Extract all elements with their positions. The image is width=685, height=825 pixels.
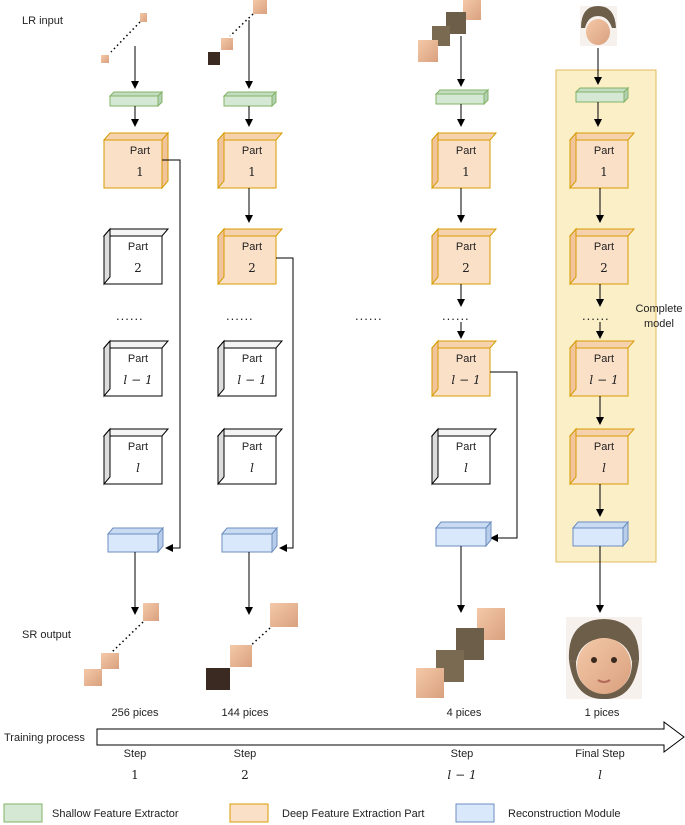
patch-dotted-line <box>110 21 141 53</box>
part-index: l − 1 <box>589 373 618 387</box>
column-dots: ...... <box>442 308 470 323</box>
part-word: Part <box>242 353 262 365</box>
column-dots: ...... <box>582 308 610 323</box>
sr-patch <box>416 668 444 698</box>
lr-patch <box>140 13 147 22</box>
step-number: l − 1 <box>447 768 476 782</box>
sr-patch <box>206 668 230 690</box>
column-step-1: Part 1 Part 2 ...... Part l − 1 Part l 2… <box>84 13 181 782</box>
reconstruction-block <box>221 533 273 553</box>
sr-patch <box>101 653 119 669</box>
shallow-feature-block <box>435 93 485 105</box>
lr-patch <box>446 12 466 34</box>
shallow-feature-block <box>109 95 159 107</box>
pieces-count: 144 pices <box>221 707 269 719</box>
part-index: l <box>250 461 254 475</box>
step-word: Step <box>234 748 257 760</box>
part-index: 1 <box>136 165 144 179</box>
lr-patch <box>221 38 233 50</box>
part-word: Part <box>456 145 476 157</box>
part-word: Part <box>242 145 262 157</box>
part-word: Part <box>456 241 476 253</box>
sr-patch <box>230 645 252 667</box>
part-index: 1 <box>600 165 608 179</box>
legend-swatch-shallow <box>3 803 43 823</box>
column-dots: ...... <box>116 308 144 323</box>
reconstruction-block <box>107 533 159 553</box>
middle-columns-dots: ...... <box>355 308 383 323</box>
lr-patch <box>253 0 267 14</box>
legend-label-shallow: Shallow Feature Extractor <box>52 808 179 820</box>
pieces-count: 4 pices <box>447 707 482 719</box>
column-step-2: Part 1 Part 2 ...... Part l − 1 Part l 1… <box>206 0 298 782</box>
part-word: Part <box>456 353 476 365</box>
part-index: l <box>602 461 606 475</box>
part-index: 1 <box>248 165 256 179</box>
part-index: l <box>136 461 140 475</box>
part-index: 2 <box>134 261 142 275</box>
sr-patch <box>84 669 102 686</box>
part-word: Part <box>594 441 614 453</box>
complete-model-label-2: model <box>644 318 674 330</box>
lr-patch <box>463 0 481 20</box>
part-word: Part <box>242 241 262 253</box>
legend-swatch-recon <box>455 803 495 823</box>
step-word: Step <box>451 748 474 760</box>
sr-patch <box>270 603 298 627</box>
part-word: Part <box>594 145 614 157</box>
legend-swatch-deep <box>229 803 269 823</box>
training-process-label: Training process <box>4 732 85 744</box>
pieces-count: 256 pices <box>111 707 159 719</box>
step-word: Final Step <box>575 748 625 760</box>
sr-output-label: SR output <box>22 629 71 641</box>
lr-patch <box>101 55 109 63</box>
part-index: l − 1 <box>237 373 266 387</box>
part-index: 1 <box>462 165 470 179</box>
part-word: Part <box>128 441 148 453</box>
pieces-count: 1 pices <box>585 707 620 719</box>
lr-input-label: LR input <box>22 15 63 27</box>
part-index: 2 <box>600 261 608 275</box>
reconstruction-block <box>572 527 624 547</box>
legend-label-deep: Deep Feature Extraction Part <box>282 808 424 820</box>
part-index: 2 <box>462 261 470 275</box>
part-word: Part <box>594 241 614 253</box>
part-word: Part <box>128 241 148 253</box>
column-final-step: Part 1 Part 2 ...... Part l − 1 Part l <box>566 6 642 782</box>
column-step-l-1: Part 1 Part 2 ...... Part l − 1 Part l 4… <box>416 0 518 782</box>
lr-patch <box>418 40 438 62</box>
part-index: l − 1 <box>451 373 480 387</box>
step-number: 1 <box>131 768 139 782</box>
part-index: 2 <box>248 261 256 275</box>
shallow-feature-block <box>575 91 625 103</box>
part-word: Part <box>242 441 262 453</box>
part-index: l <box>464 461 468 475</box>
legend: Shallow Feature Extractor Deep Feature E… <box>3 803 621 823</box>
part-word: Part <box>130 145 150 157</box>
column-dots: ...... <box>226 308 254 323</box>
training-arrow <box>96 721 685 753</box>
part-word: Part <box>456 441 476 453</box>
step-word: Step <box>124 748 147 760</box>
shallow-feature-block <box>223 95 273 107</box>
complete-model-label-1: Complete <box>635 303 682 315</box>
step-number: 2 <box>241 768 249 782</box>
part-word: Part <box>594 353 614 365</box>
lr-patch <box>208 52 220 65</box>
sr-patch <box>143 603 159 621</box>
step-number: l <box>598 768 602 782</box>
reconstruction-block <box>435 527 487 547</box>
part-word: Part <box>128 353 148 365</box>
legend-label-recon: Reconstruction Module <box>508 808 621 820</box>
part-index: l − 1 <box>123 373 152 387</box>
